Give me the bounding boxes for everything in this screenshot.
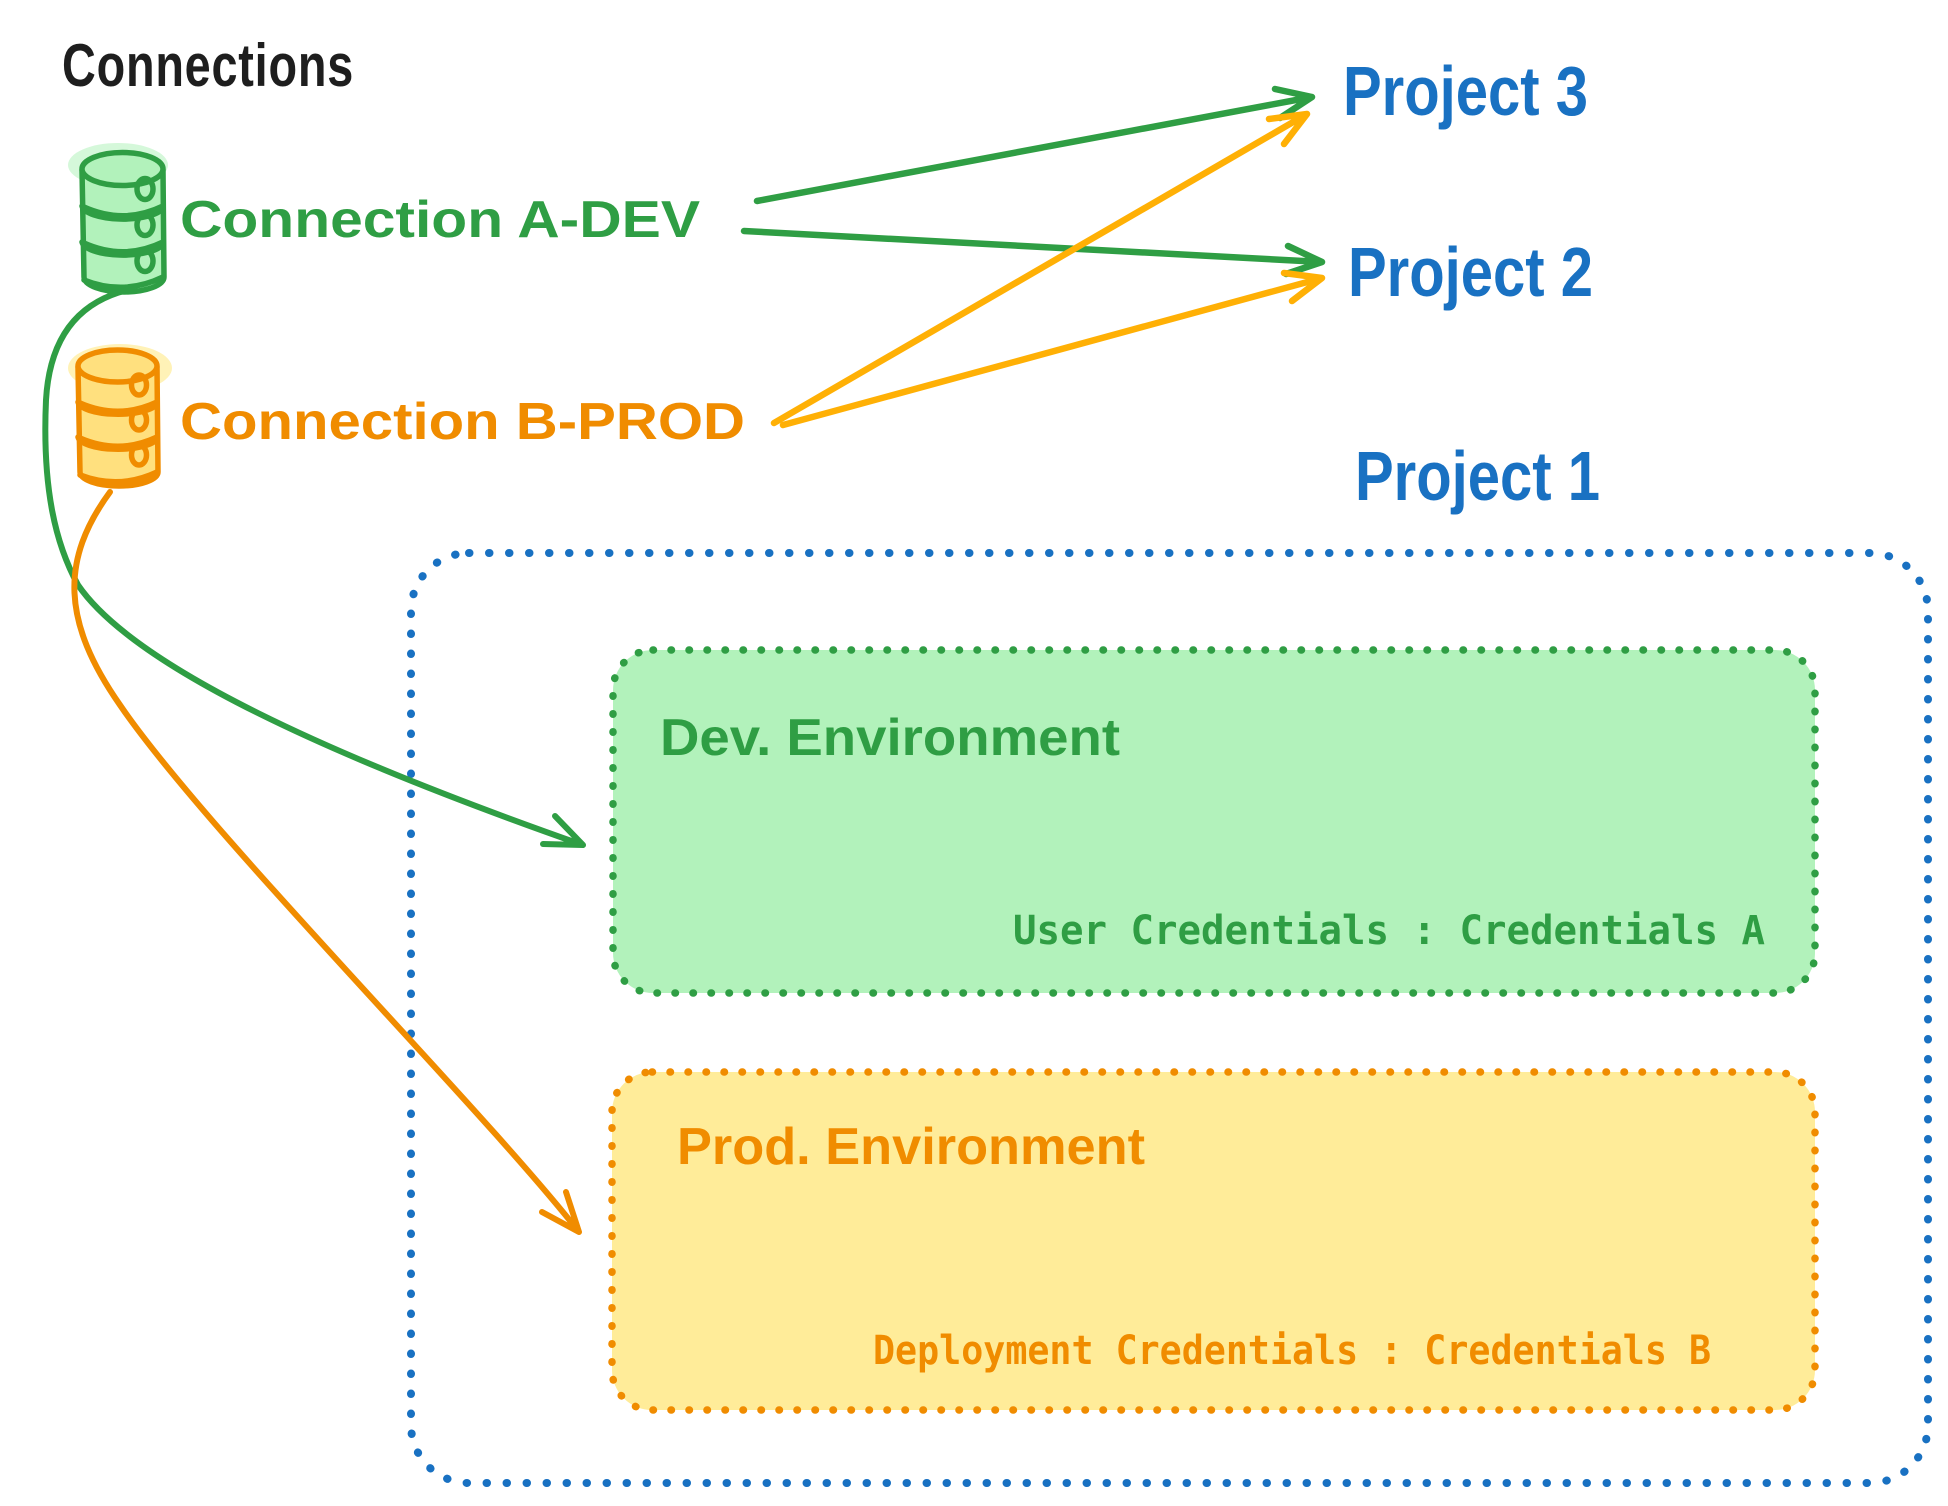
arrow-b-prod-to-project-3 [770, 110, 1311, 427]
prod-environment-title: Prod. Environment [677, 1118, 1145, 1176]
project-1-label: Project 1 [1355, 437, 1600, 515]
diagram-title: Connections [62, 32, 354, 99]
dev-environment-rect [609, 646, 1819, 997]
project-2-label: Project 2 [1348, 233, 1593, 311]
connection-b-prod-label: Connection B-PROD [180, 393, 745, 451]
dev-environment-title: Dev. Environment [660, 709, 1120, 767]
project-1-boundary-box [407, 549, 1932, 1487]
connection-b-prod-node: Connection B-PROD [68, 344, 745, 489]
dev-environment-box: Dev. Environment User Credentials : Cred… [609, 646, 1819, 997]
dev-environment-credentials: User Credentials : Credentials A [1013, 908, 1765, 954]
arrow-b-prod-to-project-2 [779, 269, 1326, 429]
connection-a-dev-node: Connection A-DEV [68, 143, 700, 295]
arrow-a-dev-to-project-3 [753, 85, 1316, 205]
database-cylinder-icon [79, 149, 167, 295]
arrow-a-dev-to-project-2 [740, 227, 1326, 278]
prod-environment-box: Prod. Environment Deployment Credentials… [608, 1068, 1819, 1414]
prod-environment-credentials: Deployment Credentials : Credentials B [873, 1328, 1711, 1374]
prod-environment-rect [608, 1068, 1819, 1414]
database-cylinder-icon [75, 347, 161, 489]
arrow-b-prod-to-prod-environment [71, 489, 582, 1235]
connection-a-dev-label: Connection A-DEV [180, 191, 700, 249]
project-3-label: Project 3 [1343, 52, 1588, 130]
